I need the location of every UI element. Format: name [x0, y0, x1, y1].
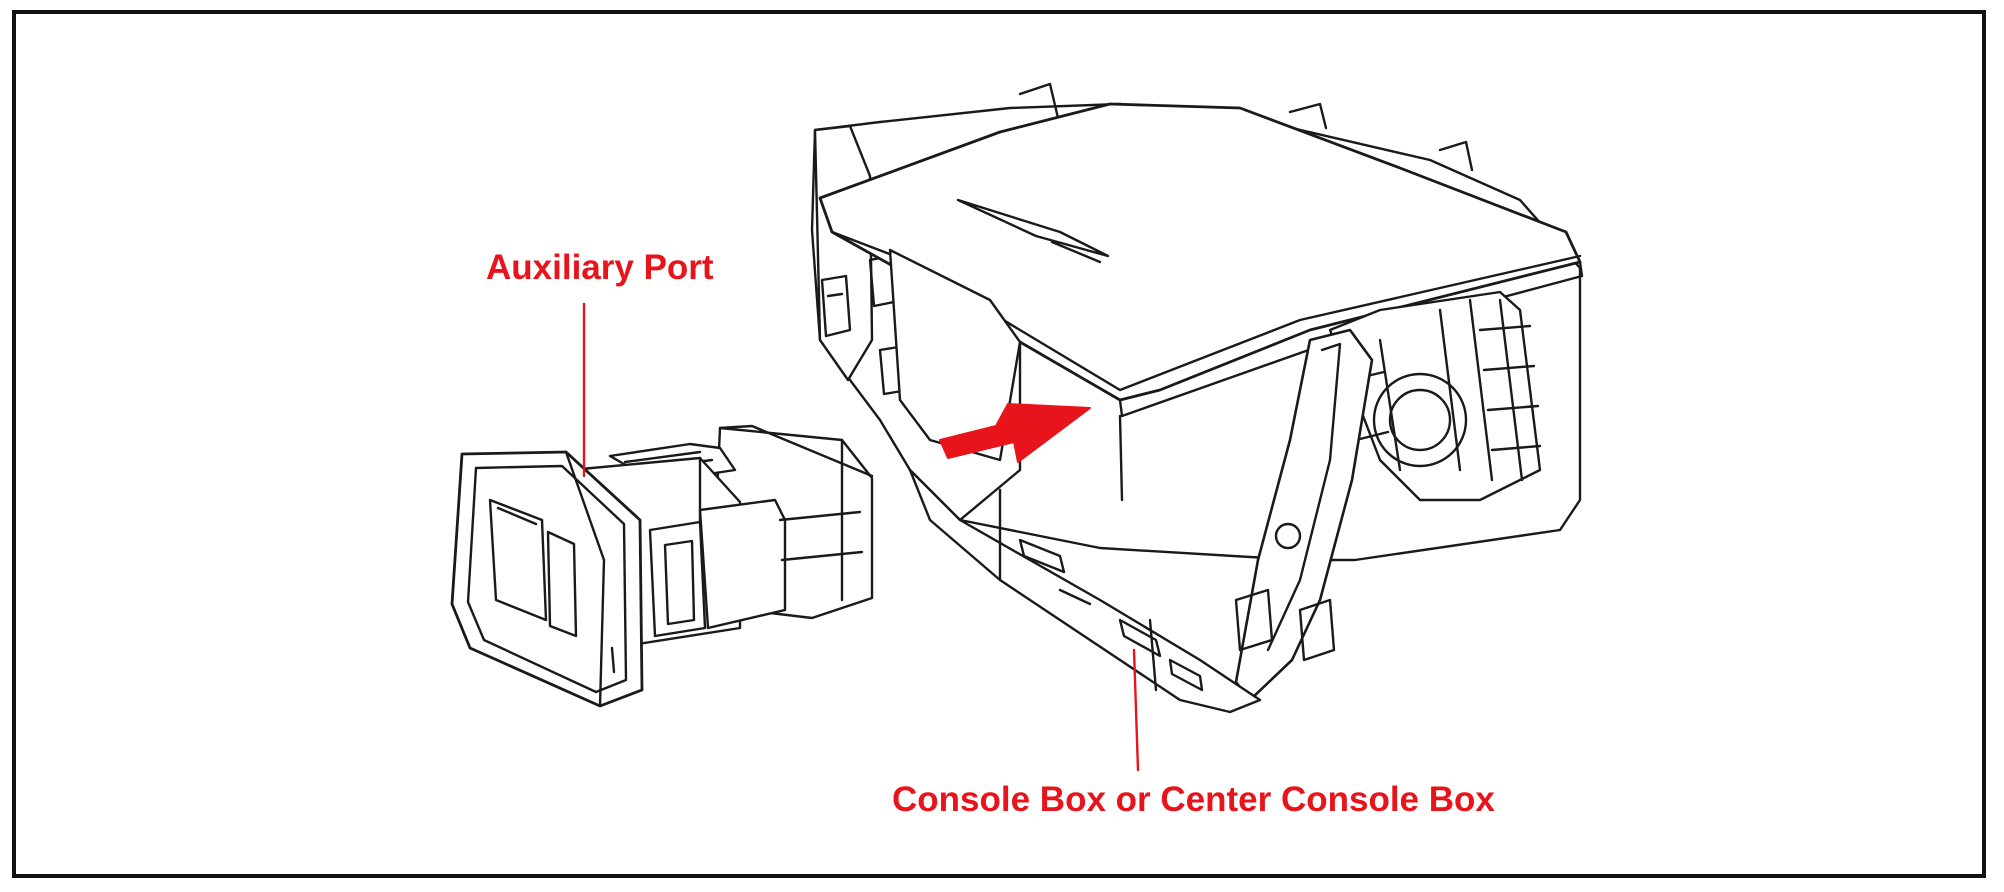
console-box-illustration	[810, 82, 1584, 714]
arrow-right-icon	[939, 403, 1091, 463]
console-box-label: Console Box or Center Console Box	[892, 780, 1495, 819]
auxiliary-port-label: Auxiliary Port	[486, 248, 714, 287]
auxiliary-port-illustration	[450, 424, 874, 708]
console-box-leader-line	[1132, 648, 1140, 772]
